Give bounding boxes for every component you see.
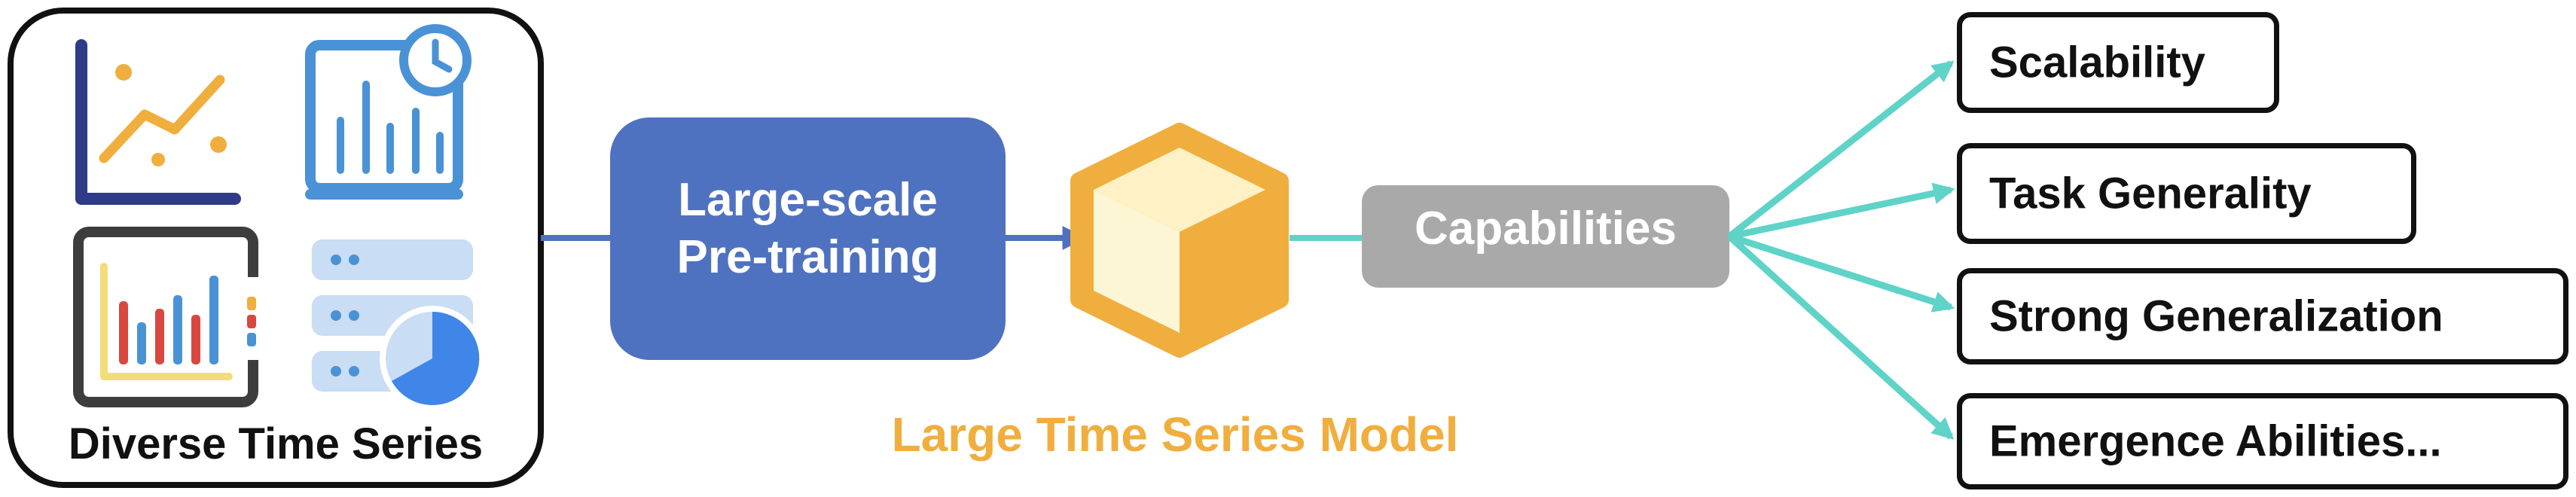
model-label: Large Time Series Model: [891, 407, 1459, 462]
cube-icon: [1070, 123, 1289, 358]
arrow-to-emergence-abilities: [1726, 233, 1955, 440]
capability-text-emergence-abilities: Emergence Abilities...: [1989, 416, 2442, 466]
capability-box-strong-generalization: Strong Generalization: [1957, 268, 2568, 364]
database-pie-icon: [312, 239, 485, 411]
source-label: Diverse Time Series: [68, 419, 484, 468]
pretraining-box: [610, 117, 1006, 360]
bar-chart-icon: [73, 227, 259, 407]
capability-arrows: [1726, 60, 1955, 440]
capability-text-task-generality: Task Generality: [1989, 169, 2312, 218]
capabilities-box: [1362, 185, 1729, 288]
capabilities-label: Capabilities: [1415, 203, 1677, 255]
capability-text-scalability: Scalability: [1989, 38, 2205, 87]
arrow-to-strong-generalization: [1728, 233, 1955, 313]
pretraining-label: Large-scale Pre-training: [610, 172, 1006, 286]
line-scatter-chart-icon: [75, 39, 241, 205]
arrow-to-task-generality: [1729, 182, 1955, 240]
dashboard-chart-icon: [305, 24, 472, 200]
pretraining-label-line1: Large-scale: [678, 174, 938, 226]
capability-box-task-generality: Task Generality: [1957, 143, 2416, 244]
pretraining-label-line2: Pre-training: [676, 231, 939, 283]
capability-text-strong-generalization: Strong Generalization: [1989, 291, 2443, 341]
capability-box-scalability: Scalability: [1957, 12, 2279, 113]
capability-box-emergence-abilities: Emergence Abilities...: [1957, 393, 2568, 489]
arrow-to-scalability: [1727, 60, 1955, 239]
